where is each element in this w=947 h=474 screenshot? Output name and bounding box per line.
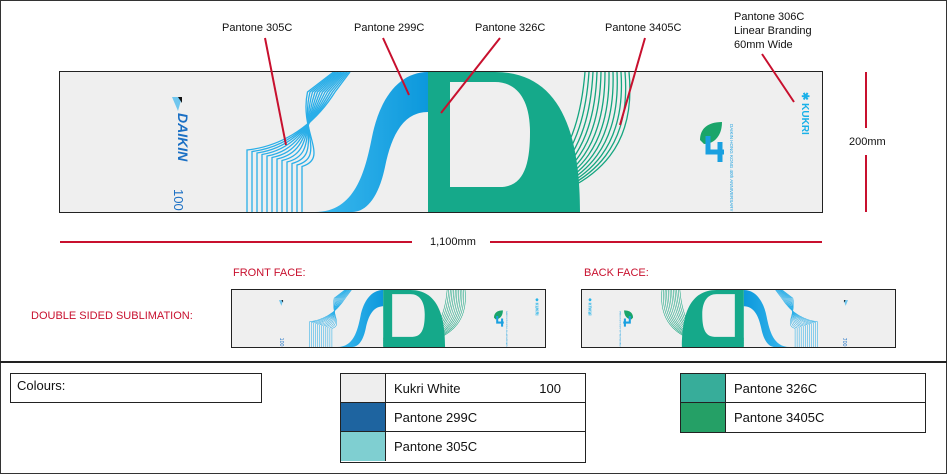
swatch-pantone-3405c [681,403,726,432]
colour-name: Pantone 305C [394,439,478,454]
swatch-kukri-white [341,374,386,402]
colours-heading: Colours: [17,378,66,393]
leader-299c [382,37,410,96]
annotation-pantone-305c: Pantone 305C [222,22,293,34]
colour-row: Pantone 299C [341,403,585,432]
back-face-label: BACK FACE: [584,267,649,279]
annotation-pantone-306c: Pantone 306C Linear Branding 60mm Wide [734,10,812,52]
annotation-306-line1: Pantone 306C [734,11,805,23]
leader-3405c [619,37,646,126]
front-face-label: FRONT FACE: [233,267,306,279]
colour-name: Pantone 299C [394,410,478,425]
colour-table-right: Pantone 326C Pantone 3405C [680,373,926,433]
colour-table-left: Kukri White 100 Pantone 299C Pantone 305C [340,373,586,463]
front-face-preview [231,289,546,348]
leader-305c [264,37,287,146]
back-face-graphic [582,290,895,347]
colour-row: Kukri White 100 [341,374,585,403]
front-face-graphic [232,290,545,347]
height-dimension-top [865,72,867,128]
height-dimension-label: 200mm [849,136,886,148]
leader-326c [440,37,501,114]
annotation-306-line2: Linear Branding [734,25,812,37]
section-divider [0,361,947,363]
annotation-pantone-326c: Pantone 326C [475,22,546,34]
colour-row: Pantone 326C [681,374,925,403]
swatch-pantone-299c [341,403,386,431]
annotation-306-line3: 60mm Wide [734,39,793,51]
colour-name: Kukri White [394,381,461,396]
leader-306c [761,53,795,103]
double-sided-label: DOUBLE SIDED SUBLIMATION: [31,310,193,322]
colours-heading-box: Colours: [10,373,262,403]
colour-row: Pantone 305C [341,432,585,461]
annotation-pantone-299c: Pantone 299C [354,22,425,34]
colour-name: Pantone 326C [734,381,818,396]
height-dimension-bottom [865,155,867,212]
annotation-pantone-3405c: Pantone 3405C [605,22,682,34]
width-dimension-left [60,241,412,243]
swatch-pantone-326c [681,374,726,402]
swatch-pantone-305c [341,432,386,461]
width-dimension-label: 1,100mm [430,236,476,248]
colour-value: 100 [539,381,561,396]
width-dimension-right [490,241,822,243]
main-banner-artwork: DAIKIN [59,71,823,213]
back-face-preview [581,289,896,348]
colour-name: Pantone 3405C [734,410,825,425]
colour-row: Pantone 3405C [681,403,925,432]
